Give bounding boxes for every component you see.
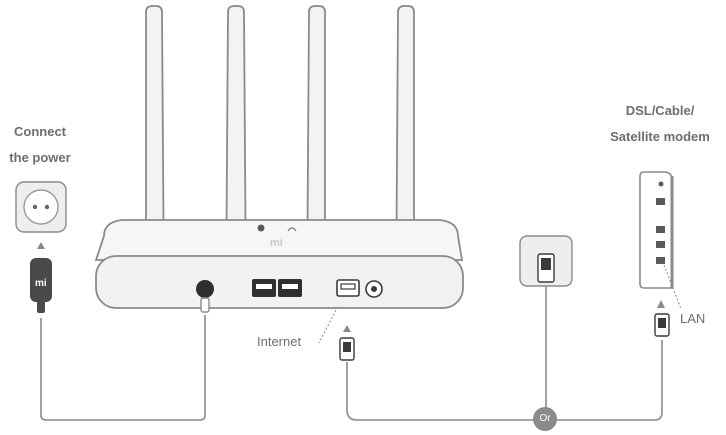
or-badge [533, 407, 557, 431]
internet-cable [346, 340, 663, 421]
arrow-up-icon [37, 242, 45, 249]
power-label-line1: Connect [14, 124, 66, 139]
internet-plug [318, 309, 355, 361]
router-top [94, 219, 464, 261]
power-jack [196, 280, 214, 298]
status-led [257, 224, 265, 232]
modem-label-line1: DSL/Cable/ [625, 103, 695, 118]
cables [40, 286, 663, 421]
connect-power-label: Connect the power [0, 119, 80, 171]
wall-socket [15, 181, 67, 233]
wall-ethernet-jack [519, 235, 573, 287]
modem-label: DSL/Cable/ Satellite modem [596, 98, 724, 150]
power-adapter: mi [30, 258, 52, 313]
or-label: Or [539, 413, 551, 424]
router-logo: mi [270, 237, 283, 249]
modem-arrow-up-icon [657, 300, 665, 308]
internet-port-label: Internet [257, 334, 302, 349]
modem-plug [654, 313, 670, 337]
plug-brand-text: mi [35, 278, 47, 289]
modem-label-line2: Satellite modem [610, 129, 710, 144]
router: mi [94, 219, 464, 309]
power-cable [40, 315, 206, 421]
power-plug [200, 297, 210, 313]
power-label-line2: the power [9, 150, 71, 165]
lan-port-label: LAN [680, 311, 706, 326]
wan-port [336, 279, 360, 297]
modem [639, 171, 682, 310]
wifi-icon [287, 227, 297, 232]
